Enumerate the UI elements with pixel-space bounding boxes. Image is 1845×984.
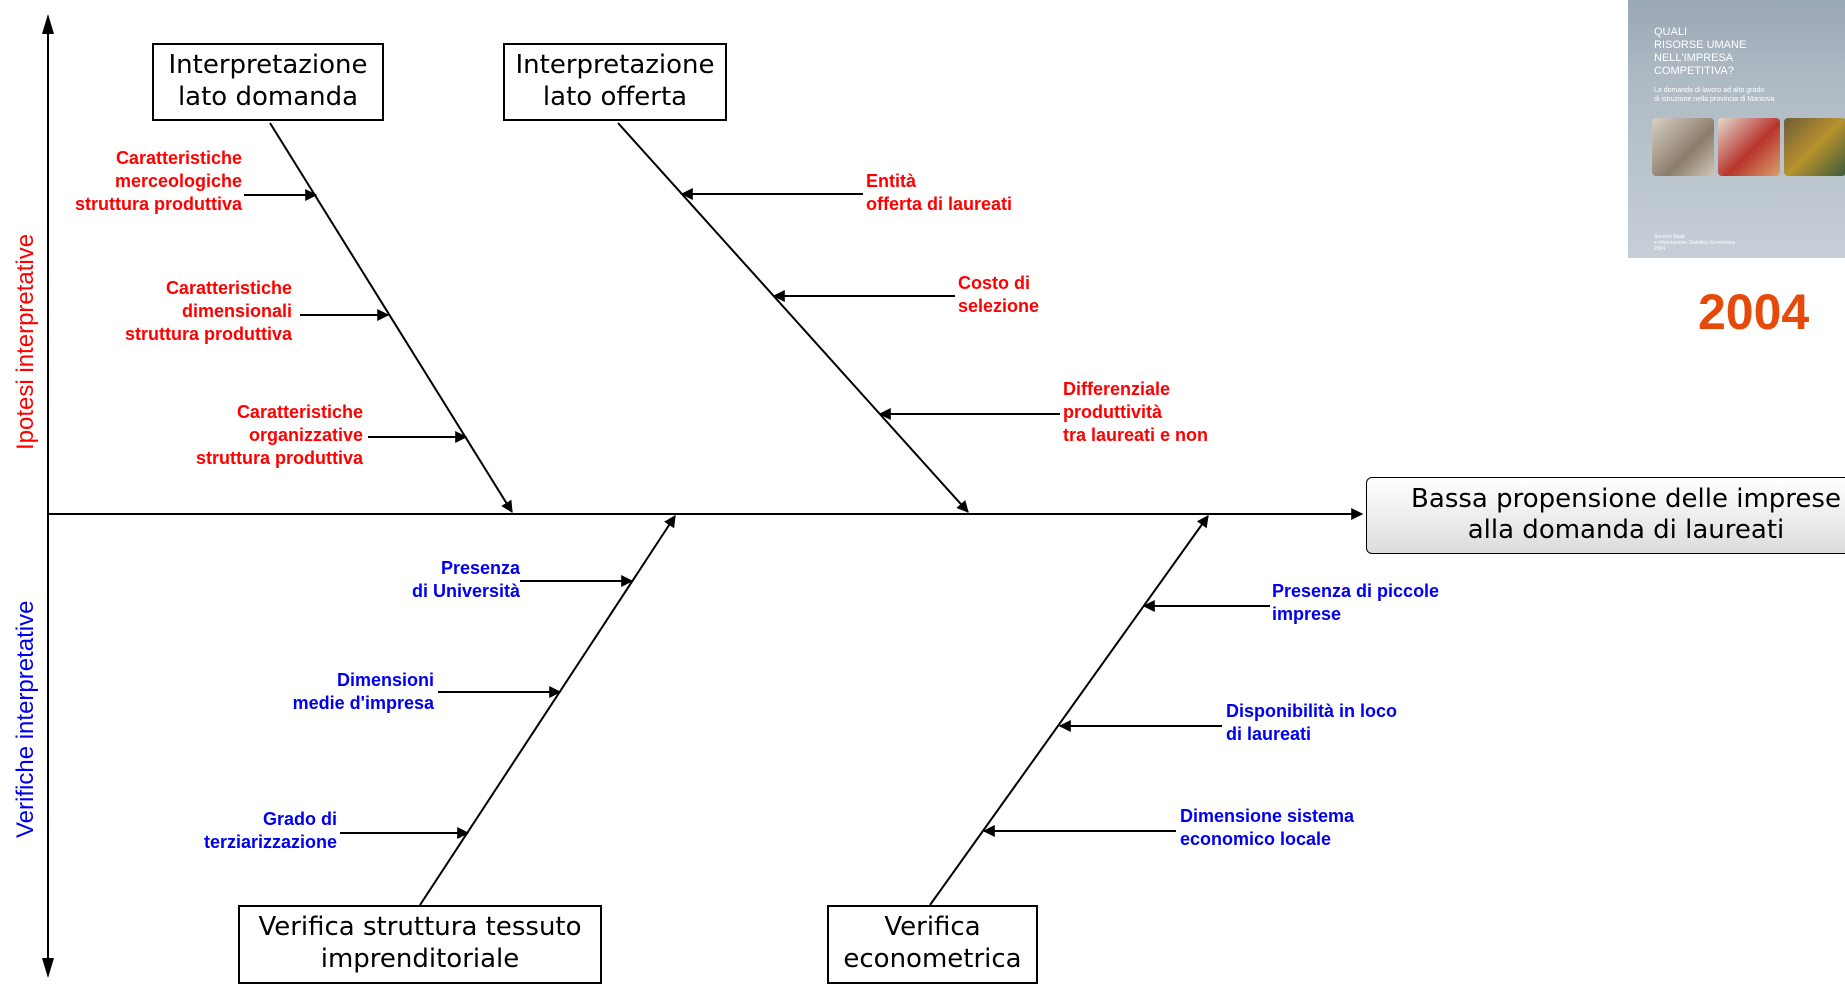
axis-label-top: Ipotesi interpretative <box>12 233 39 450</box>
cause-label: Entità offerta di laureati <box>866 170 1012 216</box>
cause-text: selezione <box>958 296 1040 316</box>
cause-text: Caratteristiche <box>165 278 292 298</box>
cause-label: Disponibilità in loco di laureati <box>1226 700 1397 746</box>
axis-arrow-down <box>42 958 54 978</box>
cause-text: Dimensione sistema <box>1180 806 1355 826</box>
effect-line: Bassa propensione delle imprese <box>1411 484 1841 514</box>
cover-subtitle-line: di istruzione nella provincia di Mantova <box>1654 96 1775 103</box>
cause-label: Caratteristiche merceologiche struttura … <box>75 147 242 216</box>
cover-title-line: NELL'IMPRESA <box>1654 52 1734 64</box>
axis-label-bottom: Verifiche interpretative <box>12 600 39 838</box>
category-line: imprenditoriale <box>320 944 520 974</box>
cover-subtitle-line: La domanda di lavoro ad alto grado <box>1654 87 1765 94</box>
category-line: lato offerta <box>542 82 688 112</box>
cover-photo <box>1652 118 1714 176</box>
bone-domanda <box>269 122 513 514</box>
cause-label: Grado di terziarizzazione <box>204 808 337 854</box>
cause-text: Disponibilità in loco <box>1226 701 1397 721</box>
category-line: Verifica <box>884 912 981 942</box>
category-line: Interpretazione <box>515 50 715 80</box>
cause-text: di Università <box>411 581 520 601</box>
cause-label: Dimensione sistema economico locale <box>1180 805 1354 851</box>
cover-footer-line: Servizio Studi <box>1654 234 1685 240</box>
cover-title-line: QUALI <box>1654 26 1688 38</box>
cause-text: terziarizzazione <box>203 832 337 852</box>
cause-text: offerta di laureati <box>866 194 1013 214</box>
axis-arrow-up <box>42 14 54 34</box>
cause-text: merceologiche <box>114 171 242 191</box>
publication-cover: QUALI RISORSE UMANE NELL'IMPRESA COMPETI… <box>1628 0 1845 258</box>
cover-footer-line: 2004 <box>1654 246 1666 252</box>
cause-text: di laureati <box>1226 724 1312 744</box>
cause-text: dimensionali <box>181 301 292 321</box>
cause-text: Caratteristiche <box>236 402 363 422</box>
category-box-econometrica: Verifica econometrica <box>827 905 1038 984</box>
cause-label: Presenza di piccole imprese <box>1272 580 1439 626</box>
cause-text: organizzative <box>248 425 363 445</box>
effect-line: alla domanda di laureati <box>1467 515 1785 545</box>
effect-box: Bassa propensione delle imprese alla dom… <box>1366 477 1845 554</box>
cause-label: Caratteristiche dimensionali struttura p… <box>125 277 292 346</box>
cover-photo <box>1784 118 1845 176</box>
cause-text: economico locale <box>1180 829 1332 849</box>
cause-label: Caratteristiche organizzative struttura … <box>196 401 363 470</box>
category-line: Interpretazione <box>168 50 368 80</box>
cause-label: Costo di selezione <box>958 272 1039 318</box>
cause-text: Caratteristiche <box>115 148 242 168</box>
category-line: lato domanda <box>177 82 359 112</box>
category-box-struttura: Verifica struttura tessuto imprenditoria… <box>238 905 602 984</box>
cover-subtitle: La domanda di lavoro ad alto grado di is… <box>1654 86 1774 104</box>
cover-title-line: RISORSE UMANE <box>1654 39 1747 51</box>
category-line: econometrica <box>843 944 1022 974</box>
cause-text: medie d'impresa <box>292 693 434 713</box>
cause-text: Entità <box>866 171 917 191</box>
cause-text: imprese <box>1272 604 1342 624</box>
cause-label: Differenziale produttività tra laureati … <box>1063 378 1208 447</box>
category-line: Verifica struttura tessuto <box>258 912 582 942</box>
cause-text: produttività <box>1063 402 1162 422</box>
cause-text: Presenza di piccole <box>1272 581 1440 601</box>
cause-text: struttura produttiva <box>74 194 242 214</box>
year-label: 2004 <box>1698 284 1810 340</box>
cover-footer: Servizio Studi e Informazione Statistico… <box>1654 234 1735 252</box>
cause-text: Dimensioni <box>336 670 434 690</box>
cause-text: Differenziale <box>1063 379 1171 399</box>
cover-title: QUALI RISORSE UMANE NELL'IMPRESA COMPETI… <box>1654 26 1746 78</box>
cause-label: Presenza di Università <box>412 557 520 603</box>
category-box-domanda: Interpretazione lato domanda <box>152 43 384 121</box>
bone-econometrica <box>929 515 1209 906</box>
cause-text: tra laureati e non <box>1063 425 1209 445</box>
cover-title-line: COMPETITIVA? <box>1654 65 1734 77</box>
cause-text: Presenza <box>440 558 520 578</box>
cause-text: struttura produttiva <box>195 448 363 468</box>
cause-text: Grado di <box>262 809 337 829</box>
cover-photo <box>1718 118 1780 176</box>
cause-text: Costo di <box>958 273 1030 293</box>
cause-text: struttura produttiva <box>124 324 292 344</box>
cover-footer-line: e Informazione Statistico Economica <box>1654 240 1735 246</box>
category-box-offerta: Interpretazione lato offerta <box>503 43 727 121</box>
bone-offerta <box>617 122 969 513</box>
cause-label: Dimensioni medie d'impresa <box>293 669 434 715</box>
